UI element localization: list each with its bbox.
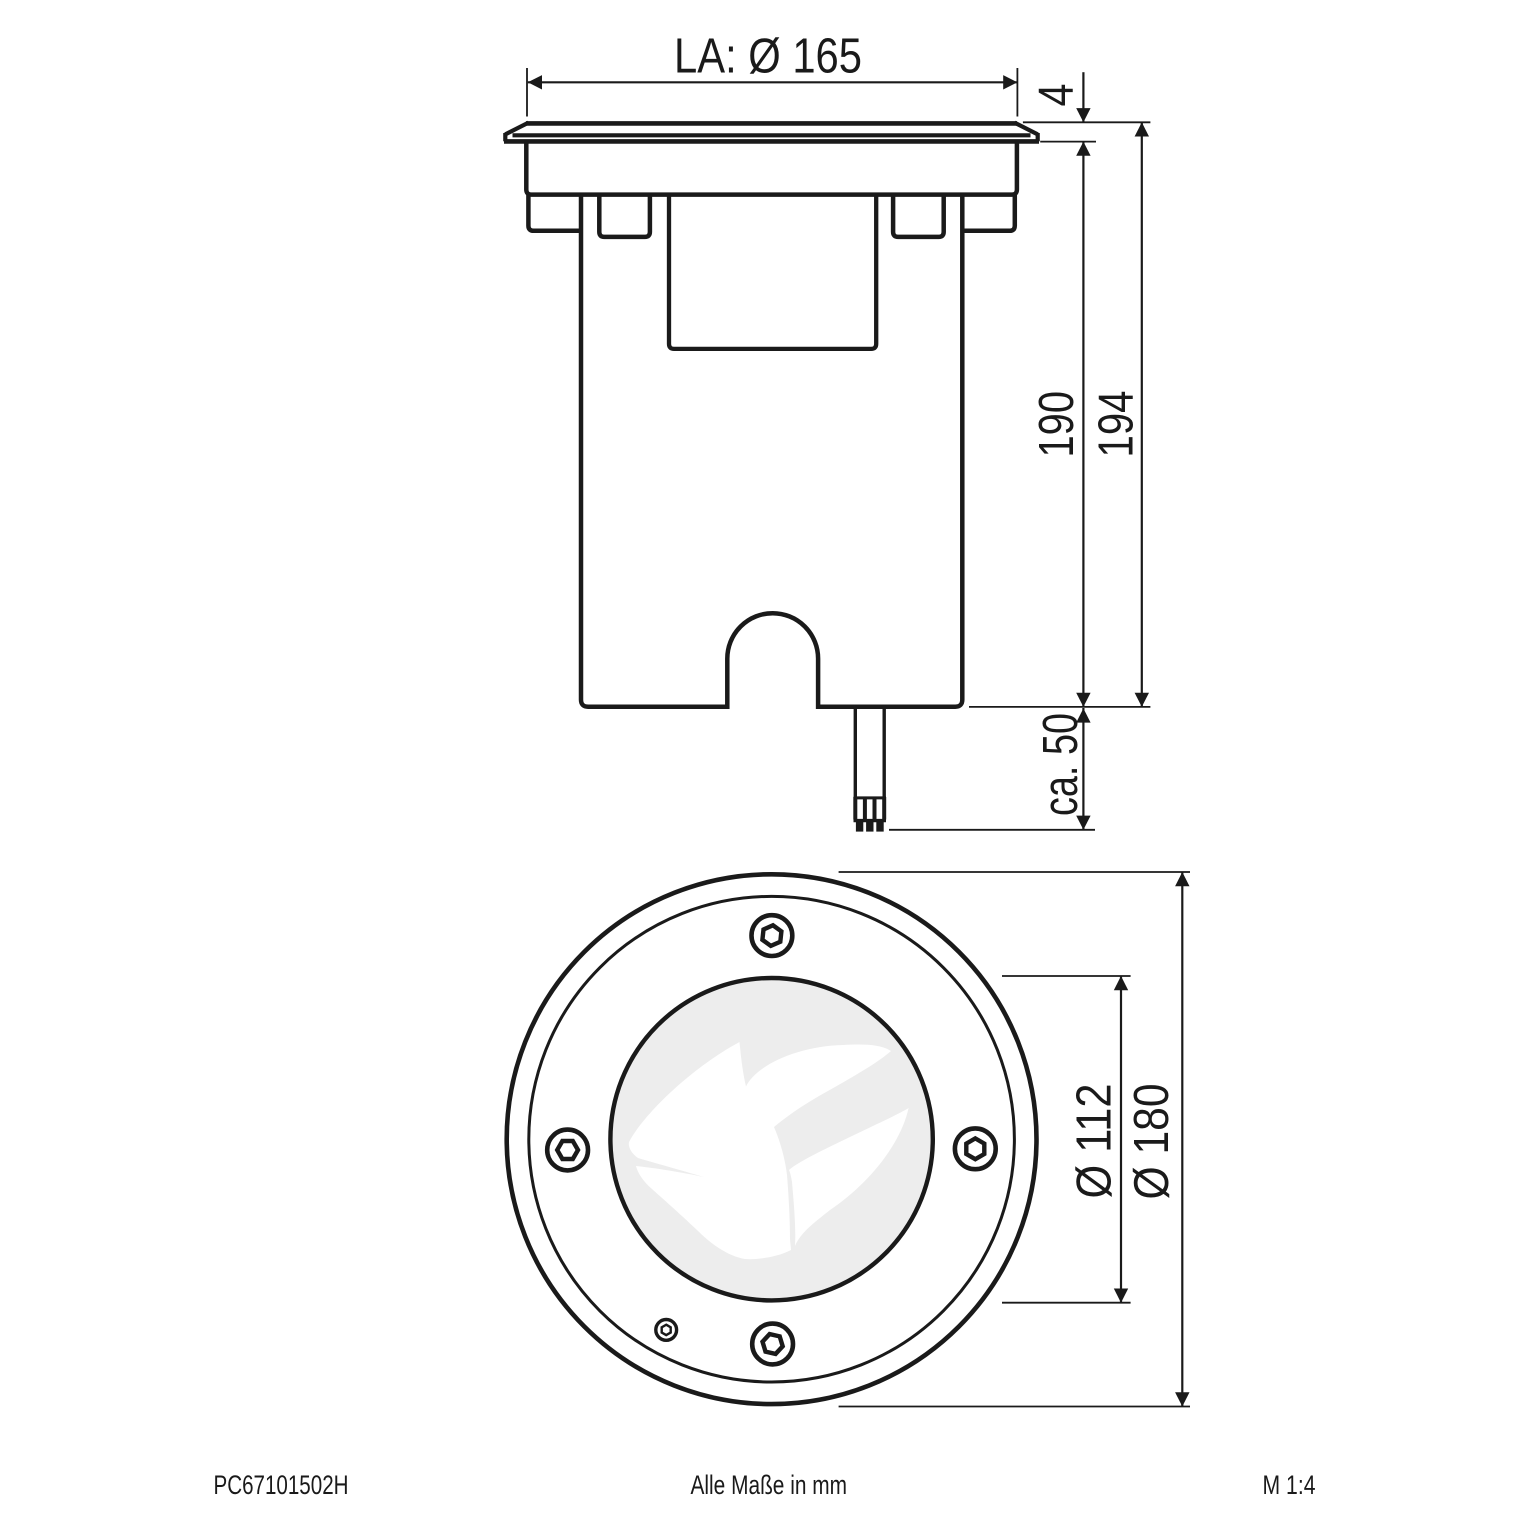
svg-text:194: 194 <box>1090 391 1144 458</box>
svg-text:M 1:4: M 1:4 <box>1263 1470 1316 1500</box>
svg-text:4: 4 <box>1030 84 1084 107</box>
svg-text:Ø 112: Ø 112 <box>1068 1084 1122 1199</box>
svg-text:PC67101502H: PC67101502H <box>214 1470 349 1500</box>
svg-text:Ø 180: Ø 180 <box>1125 1084 1179 1200</box>
svg-text:LA: Ø 165: LA: Ø 165 <box>674 29 862 83</box>
svg-text:ca. 50: ca. 50 <box>1034 713 1088 816</box>
svg-text:Alle Maße in mm: Alle Maße in mm <box>691 1470 848 1500</box>
svg-text:190: 190 <box>1030 391 1084 458</box>
